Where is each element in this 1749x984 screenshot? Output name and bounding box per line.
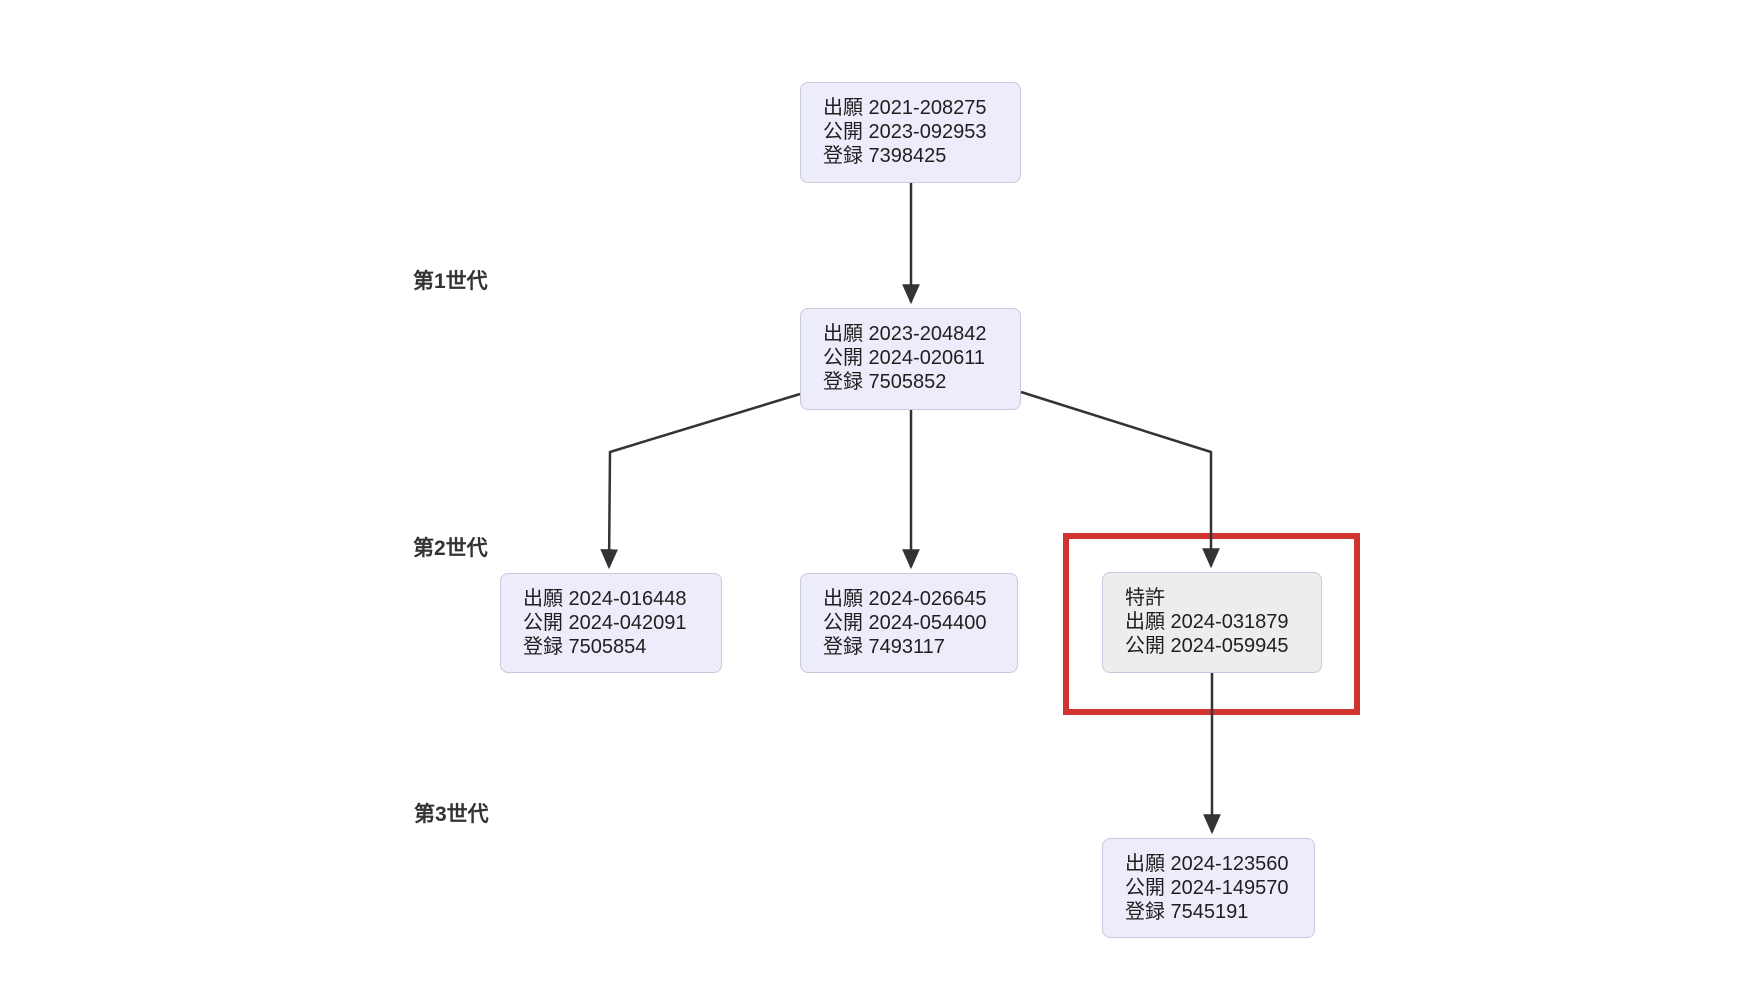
- node-text-line: 出願 2024-016448: [523, 588, 687, 610]
- edge-gen1-to-gen2-left: [600, 392, 801, 570]
- node-text-line: 登録 7505854: [523, 636, 647, 658]
- node-text-line: 出願 2023-204842: [823, 323, 987, 345]
- node-text-line: 出願 2024-123560: [1125, 853, 1289, 875]
- node-text-line: 公開 2024-149570: [1125, 877, 1289, 899]
- generation-label-1: 第1世代: [413, 270, 488, 293]
- node-text-line: 公開 2024-042091: [523, 612, 687, 634]
- node-text-line: 特許: [1125, 587, 1165, 609]
- patent-node-gen3: 出願 2024-123560 公開 2024-149570 登録 7545191: [1102, 838, 1315, 938]
- patent-node-gen2-right-highlighted: 特許 出願 2024-031879 公開 2024-059945: [1102, 572, 1322, 673]
- node-text-line: 登録 7398425: [823, 145, 947, 167]
- generation-label-3: 第3世代: [414, 803, 489, 826]
- node-text-line: 出願 2024-031879: [1125, 611, 1289, 633]
- node-text-line: 公開 2024-054400: [823, 612, 987, 634]
- node-text-line: 出願 2021-208275: [823, 97, 987, 119]
- patent-node-gen1: 出願 2023-204842 公開 2024-020611 登録 7505852: [800, 308, 1021, 410]
- node-text-line: 公開 2024-020611: [823, 347, 985, 369]
- node-text-line: 登録 7493117: [823, 636, 945, 658]
- node-text-line: 登録 7505852: [823, 371, 947, 393]
- generation-label-2: 第2世代: [413, 537, 488, 560]
- patent-node-root: 出願 2021-208275 公開 2023-092953 登録 7398425: [800, 82, 1021, 183]
- node-text-line: 出願 2024-026645: [823, 588, 987, 610]
- node-text-line: 公開 2023-092953: [823, 121, 987, 143]
- patent-node-gen2-middle: 出願 2024-026645 公開 2024-054400 登録 7493117: [800, 573, 1018, 673]
- node-text-line: 公開 2024-059945: [1125, 635, 1289, 657]
- node-text-line: 登録 7545191: [1125, 901, 1249, 923]
- patent-node-gen2-left: 出願 2024-016448 公開 2024-042091 登録 7505854: [500, 573, 722, 673]
